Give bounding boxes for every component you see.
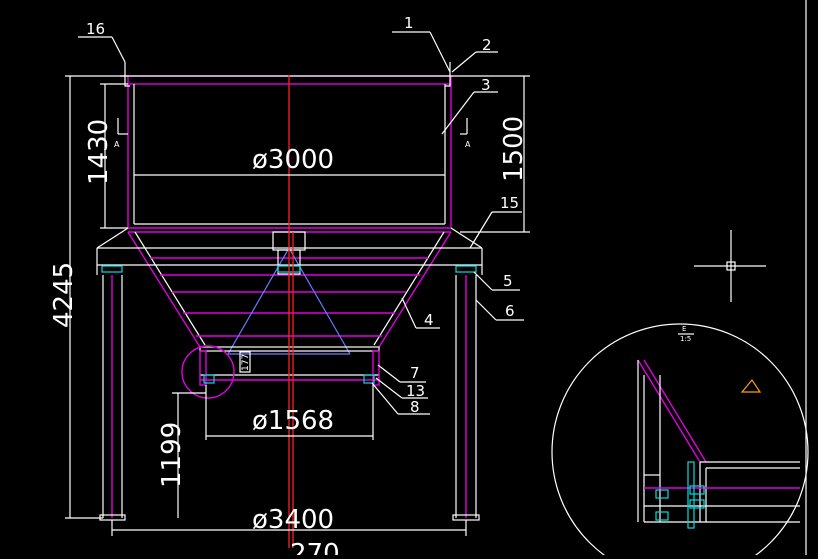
dim-bottom-partial: 270 [290, 539, 340, 559]
svg-text:6: 6 [505, 302, 515, 320]
leg-left [99, 275, 126, 521]
balloon-16: 16 [78, 20, 126, 63]
svg-text:2: 2 [482, 36, 492, 54]
dim-leg-height-text: 1199 [157, 422, 187, 488]
dim-top-diameter: ø3000 [134, 145, 445, 176]
dim-top-diameter-text: ø3000 [252, 145, 334, 175]
dim-height-right-text: 1500 [499, 116, 529, 182]
balloon-3: 3 [441, 76, 498, 135]
dim-overall-height: 4245 [49, 75, 128, 519]
svg-text:8: 8 [410, 398, 420, 416]
svg-text:13: 13 [406, 382, 425, 400]
dim-height-left: 1430 [84, 83, 128, 229]
svg-text:7: 7 [410, 364, 420, 382]
dim-small-text: 177 [241, 354, 251, 371]
detail-view-e: E 1:5 [551, 323, 809, 559]
outlet-bolts [203, 374, 375, 384]
rim-lug-left [124, 62, 130, 87]
section-mark-right-label: A [465, 140, 471, 149]
dim-height-right: 1500 [460, 75, 530, 233]
svg-text:3: 3 [481, 76, 491, 94]
leg-right [452, 275, 480, 521]
balloon-15: 15 [469, 194, 522, 249]
hopper-cone [127, 231, 452, 348]
balloon-7: 7 [377, 364, 426, 383]
svg-text:15: 15 [500, 194, 519, 212]
crosshair-cursor-icon [694, 230, 766, 302]
section-mark-left-label: A [114, 140, 120, 149]
dim-base-diameter: ø3400 [111, 505, 467, 536]
detail-label-top: E [682, 325, 686, 333]
section-mark-left: A [114, 118, 128, 149]
svg-text:4: 4 [424, 311, 434, 329]
detail-label-bottom: 1:5 [680, 335, 691, 343]
dim-outlet-diameter: ø1568 [205, 385, 374, 440]
detail-circle [181, 345, 235, 399]
balloon-8: 8 [371, 382, 430, 416]
balloon-6: 6 [475, 299, 524, 321]
balloon-2: 2 [451, 36, 498, 73]
rim-lug-right [445, 62, 451, 87]
balloon-4: 4 [401, 297, 440, 329]
svg-text:16: 16 [86, 20, 105, 38]
dim-small: 177 [241, 354, 251, 371]
svg-text:5: 5 [503, 272, 513, 290]
dim-overall-height-text: 4245 [49, 262, 79, 328]
dim-height-left-text: 1430 [84, 119, 114, 185]
balloon-5: 5 [473, 271, 520, 291]
dim-base-diameter-text: ø3400 [252, 505, 334, 535]
section-mark-right: A [460, 118, 471, 149]
svg-text:1: 1 [404, 14, 414, 32]
balloon-13: 13 [375, 377, 428, 400]
balloon-1: 1 [392, 14, 451, 73]
dim-outlet-diameter-text: ø1568 [252, 406, 334, 436]
dim-leg-height: 1199 [157, 392, 206, 518]
dim-bottom-partial-text: 270 [290, 539, 340, 555]
